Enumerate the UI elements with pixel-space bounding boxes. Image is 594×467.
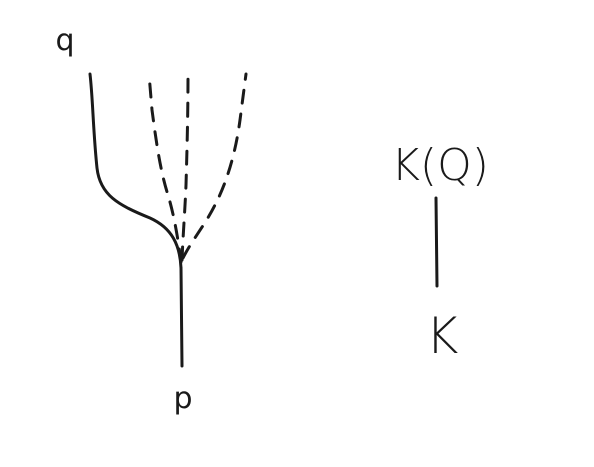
label-p: p (173, 381, 192, 416)
trunk-line (179, 266, 184, 368)
dashed-branch-right (181, 72, 248, 260)
label-q: q (55, 23, 74, 58)
branching-tree (88, 72, 248, 368)
label-extension-field: K(Q) (391, 140, 489, 191)
label-base-field: K (426, 307, 459, 365)
dashed-branch-left (147, 72, 183, 264)
solid-branch (88, 72, 183, 270)
dashed-branch-middle (180, 72, 190, 262)
extension-line (434, 196, 439, 288)
